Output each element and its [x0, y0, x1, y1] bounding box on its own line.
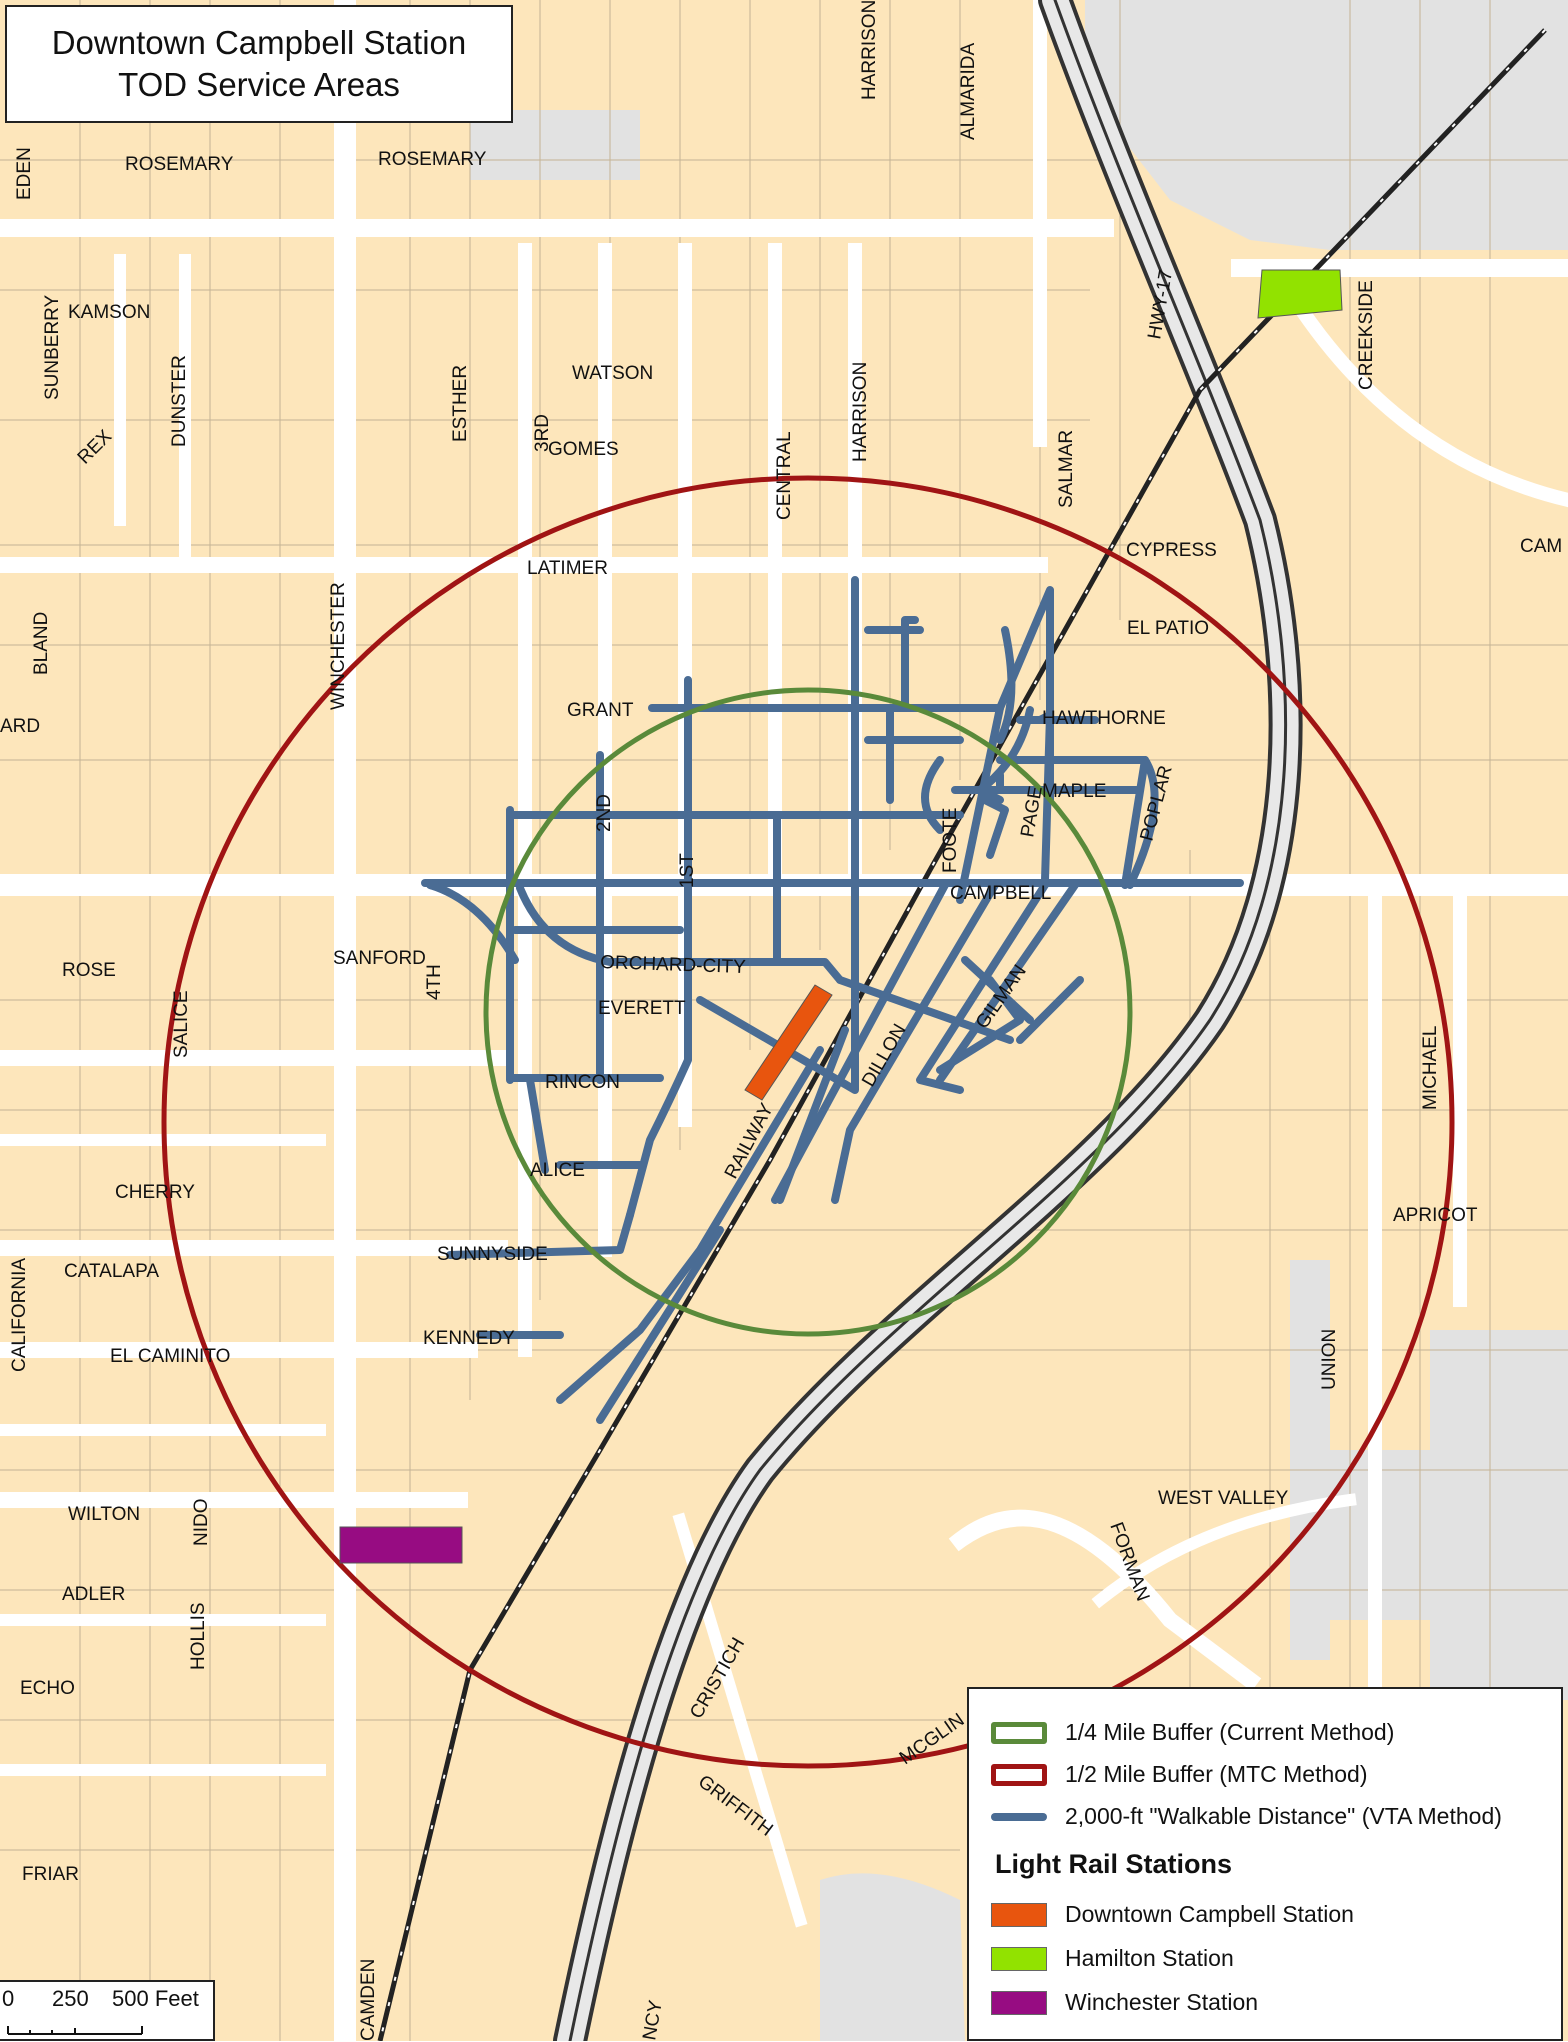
swatch-half-mile-icon	[991, 1763, 1047, 1786]
legend-row-half-mile: 1/2 Mile Buffer (MTC Method)	[991, 1761, 1368, 1788]
street-california: CALIFORNIA	[9, 1258, 30, 1372]
street-latimer: LATIMER	[527, 558, 608, 579]
scale-bar-graphic	[7, 2026, 143, 2035]
legend-row-hamilton: Hamilton Station	[991, 1945, 1234, 1972]
legend-label-winchester: Winchester Station	[1065, 1989, 1259, 2015]
street-foote: FOOTE	[940, 808, 961, 873]
street-maple: MAPLE	[1042, 781, 1106, 802]
street-gomes: GOMES	[548, 439, 619, 460]
street-union: UNION	[1319, 1329, 1340, 1390]
swatch-downtown-icon	[991, 1902, 1047, 1927]
street-grant: GRANT	[567, 700, 634, 721]
street-rincon: RINCON	[545, 1072, 620, 1093]
map-title: Downtown Campbell Station TOD Service Ar…	[5, 5, 513, 123]
street-3rd: 3RD	[532, 414, 553, 452]
street-creekside: CREEKSIDE	[1356, 280, 1377, 390]
street-bland: BLAND	[31, 612, 52, 675]
street-kamson: KAMSON	[68, 302, 150, 323]
street-catalapa: CATALAPA	[64, 1261, 159, 1282]
street-watson: WATSON	[572, 363, 653, 384]
scale-label-mid: 250	[52, 1986, 89, 2011]
street-esther: ESTHER	[450, 365, 471, 442]
legend-label-downtown: Downtown Campbell Station	[1065, 1901, 1354, 1927]
street-harrison: HARRISON	[850, 362, 871, 462]
street-michael: MICHAEL	[1420, 1026, 1441, 1110]
street-4th: 4TH	[424, 964, 445, 1000]
street-eden: EDEN	[14, 147, 35, 200]
legend-row-winchester: Winchester Station	[991, 1989, 1258, 2016]
legend-row-walkable: 2,000-ft "Walkable Distance" (VTA Method…	[991, 1803, 1502, 1830]
legend-label-half-mile: 1/2 Mile Buffer (MTC Method)	[1065, 1761, 1368, 1787]
street-campbell: CAMPBELL	[950, 883, 1051, 904]
street-cam: CAM	[1520, 536, 1562, 557]
street-kennedy: KENNEDY	[423, 1328, 515, 1349]
street-ard: ARD	[0, 716, 40, 737]
legend-stations-heading: Light Rail Stations	[995, 1849, 1233, 1879]
street-el-caminito: EL CAMINITO	[110, 1346, 230, 1367]
swatch-quarter-mile-icon	[991, 1721, 1047, 1744]
legend-label-quarter-mile: 1/4 Mile Buffer (Current Method)	[1065, 1719, 1395, 1745]
scale-label-zero: 0	[2, 1986, 15, 2011]
half-mile-buffer	[161, 475, 1455, 1769]
street-sunberry: SUNBERRY	[42, 294, 63, 400]
street-2nd: 2ND	[594, 794, 615, 832]
legend-label-hamilton: Hamilton Station	[1065, 1945, 1234, 1971]
street-nido: NIDO	[191, 1499, 212, 1547]
scale-bar: 0 250 500 Feet	[0, 1980, 215, 2041]
street-winchester: WINCHESTER	[328, 582, 349, 710]
winchester-station[interactable]	[339, 1526, 463, 1564]
map-title-line2: TOD Service Areas	[118, 66, 400, 103]
street-cypress: CYPRESS	[1126, 540, 1217, 561]
street-salice: SALICE	[171, 990, 192, 1058]
walkable-network	[421, 576, 1244, 1424]
street-alice: ALICE	[530, 1160, 585, 1181]
quarter-mile-buffer	[483, 687, 1133, 1337]
swatch-winchester-icon	[991, 1990, 1047, 2015]
street-friar: FRIAR	[22, 1864, 79, 1885]
street-apricot: APRICOT	[1393, 1205, 1478, 1226]
swatch-walkable-icon	[991, 1812, 1047, 1821]
map-title-line1: Downtown Campbell Station	[51, 24, 467, 61]
street-everett: EVERETT	[598, 998, 686, 1019]
legend-row-quarter-mile: 1/4 Mile Buffer (Current Method)	[991, 1719, 1394, 1746]
street-hawthorne: HAWTHORNE	[1042, 708, 1166, 729]
street-orchard-city: ORCHARD-CITY	[600, 952, 747, 978]
highway-17	[553, 0, 1303, 2041]
street-adler: ADLER	[62, 1584, 125, 1605]
legend-label-walkable: 2,000-ft "Walkable Distance" (VTA Method…	[1065, 1803, 1502, 1829]
street-sunnyside: SUNNYSIDE	[437, 1244, 548, 1265]
street-almarida: ALMARIDA	[958, 43, 979, 140]
legend: 1/4 Mile Buffer (Current Method) 1/2 Mil…	[967, 1687, 1563, 2041]
street-hollis: HOLLIS	[188, 1602, 209, 1670]
street-dunster: DUNSTER	[169, 355, 190, 447]
street-west-valley: WEST VALLEY	[1158, 1488, 1289, 1509]
street-sanford: SANFORD	[333, 948, 426, 969]
street-central: CENTRAL	[774, 431, 795, 520]
street-rosemary-east: ROSEMARY	[378, 149, 487, 170]
legend-row-downtown: Downtown Campbell Station	[991, 1901, 1354, 1928]
paved-areas	[470, 0, 1568, 2041]
street-el-patio: EL PATIO	[1127, 618, 1209, 639]
street-camden: CAMDEN	[358, 1959, 379, 2041]
street-1st: 1ST	[677, 853, 698, 888]
street-wilton: WILTON	[68, 1504, 140, 1525]
hamilton-station[interactable]	[1257, 269, 1343, 319]
street-rose: ROSE	[62, 960, 116, 981]
street-salmar: SALMAR	[1056, 430, 1077, 508]
street-rosemary-west: ROSEMARY	[125, 154, 234, 175]
scale-label-end: 500 Feet	[112, 1986, 199, 2011]
street-cherry: CHERRY	[115, 1182, 195, 1203]
street-echo: ECHO	[20, 1678, 75, 1699]
downtown-campbell-station[interactable]	[744, 984, 833, 1101]
swatch-hamilton-icon	[991, 1946, 1047, 1971]
street-harrison-north: HARRISON	[859, 0, 880, 100]
